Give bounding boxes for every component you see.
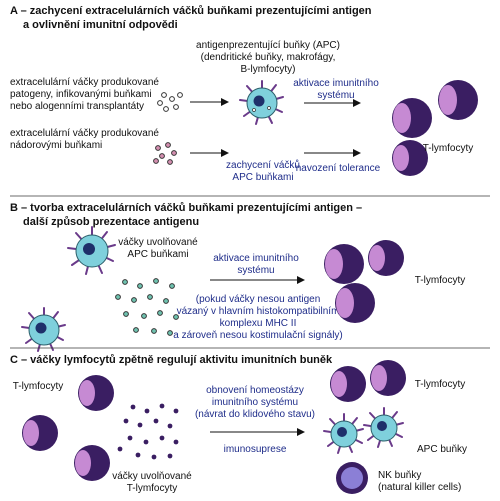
source1-line3: nebo alogenními transplantáty xyxy=(10,101,144,112)
apc-label-line3: B-lymfocyty) xyxy=(241,64,296,75)
apc-cell-c2 xyxy=(363,407,404,448)
activation-a-line2: systému xyxy=(317,90,354,101)
tcells-label-b: T-lymfocyty xyxy=(415,275,466,286)
t-cell-c3 xyxy=(74,445,110,481)
t-cell-b1 xyxy=(324,244,364,284)
apc-label-line1: antigenprezentující buňky (APC) xyxy=(196,40,340,51)
homeo-line3: (návrat do klidového stavu) xyxy=(195,409,315,420)
apc-cell-c1 xyxy=(323,413,364,454)
t-cell-a3 xyxy=(392,140,428,176)
vesicle-cluster-tcell xyxy=(117,403,179,460)
section-a-title-line2: a ovlivnění imunitní odpovědi xyxy=(23,19,178,31)
t-cell-a1 xyxy=(392,98,432,138)
t-cell-c1 xyxy=(78,375,114,411)
vesicle-cluster-apc xyxy=(115,278,179,336)
apc-label-line2: (dendritické buňky, makrofágy, xyxy=(201,52,336,63)
section-b-title-line2: další způsob prezentace antigenu xyxy=(23,216,199,228)
note-b-line2: vázaný v hlavním histokompatibilním xyxy=(177,306,340,317)
source1-line2: patogeny, infikovanými buňkami xyxy=(10,89,152,100)
t-cell-c2 xyxy=(22,415,58,451)
tolerance-label: navození tolerance xyxy=(296,163,381,174)
source2-line1: extracelulární váčky produkované xyxy=(10,128,159,139)
section-c: C – váčky lymfocytů zpětně regulují akti… xyxy=(10,354,467,494)
source2-line2: nádorovými buňkami xyxy=(10,140,102,151)
nk-cell xyxy=(336,462,368,494)
homeo-line2: imunitního systému xyxy=(212,397,298,408)
nk-line1: NK buňky xyxy=(378,470,421,481)
activation-b-line1: aktivace imunitního xyxy=(213,253,299,264)
note-b-line4: a zároveň nesou kostimulační signály) xyxy=(173,330,343,341)
source1-line1: extracelulární váčky produkované xyxy=(10,77,159,88)
capture-line2: APC buňkami xyxy=(232,172,293,183)
capture-line1: zachycení váčků xyxy=(226,159,300,171)
immuno-label: imunosuprese xyxy=(224,444,287,455)
tcells-left-label: T-lymfocyty xyxy=(13,381,64,392)
tcells-right-label: T-lymfocyty xyxy=(415,379,466,390)
section-a-title-line1: A – zachycení extracelulárních váčků buň… xyxy=(10,5,372,17)
section-a: A – zachycení extracelulárních váčků buň… xyxy=(10,5,478,183)
section-b-title-line1: B – tvorba extracelulárních váčků buňkam… xyxy=(10,202,362,214)
apc-cell-a xyxy=(239,80,284,125)
vesicle-cluster-tumor xyxy=(153,142,177,165)
activation-b-line2: systému xyxy=(237,265,274,276)
t-cell-b2 xyxy=(368,240,404,276)
released-c-line1: váčky uvolňované xyxy=(112,471,192,482)
apc-label-c: APC buňky xyxy=(417,444,467,455)
released-b-line1: váčky uvolňované xyxy=(118,237,198,248)
section-c-title: C – váčky lymfocytů zpětně regulují akti… xyxy=(10,354,333,366)
note-b-line1: (pokud váčky nesou antigen xyxy=(196,294,321,305)
note-b-line3: komplexu MHC II xyxy=(220,318,297,329)
activation-a-line1: aktivace imunitního xyxy=(293,78,379,89)
released-b-line2: APC buňkami xyxy=(127,249,188,260)
t-cell-c4 xyxy=(330,366,366,402)
nk-line2: (natural killer cells) xyxy=(378,482,461,493)
vesicle-cluster-pathogen xyxy=(157,92,183,112)
t-cell-b3 xyxy=(335,283,375,323)
apc-cell-b2 xyxy=(21,307,66,352)
t-cell-a2 xyxy=(438,80,478,120)
section-b: B – tvorba extracelulárních váčků buňkam… xyxy=(10,202,466,352)
homeo-line1: obnovení homeostázy xyxy=(206,385,304,396)
released-c-line2: T-lymfocyty xyxy=(127,483,178,494)
tcells-label-a: T-lymfocyty xyxy=(423,143,474,154)
apc-cell-b1 xyxy=(67,226,116,275)
t-cell-c5 xyxy=(370,360,406,396)
